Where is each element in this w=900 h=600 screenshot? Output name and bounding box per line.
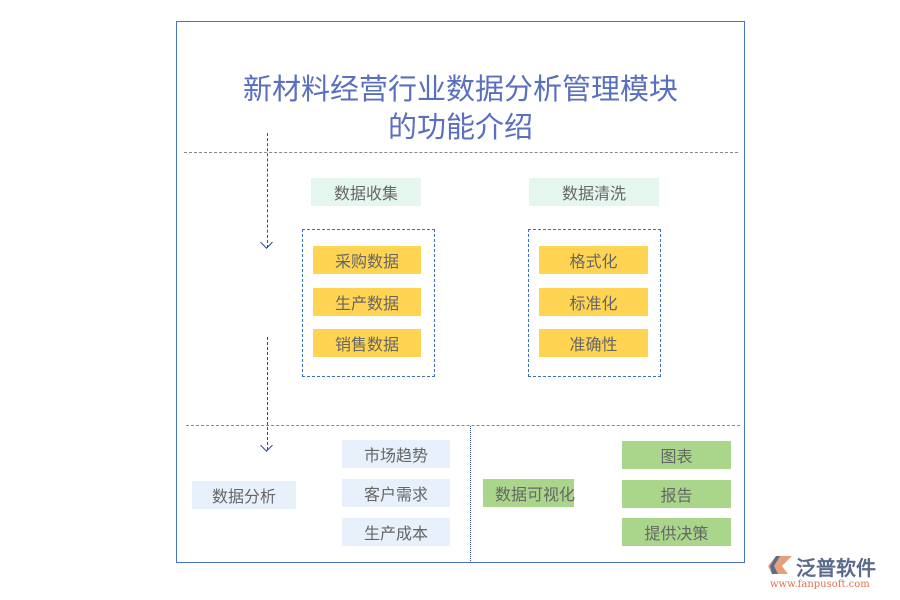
collect-item: 采购数据 (313, 246, 421, 274)
collect-group (302, 229, 435, 377)
flow-line-2 (267, 337, 268, 450)
visual-label: 数据可视化 (483, 479, 575, 507)
diagram-title: 新材料经营行业数据分析管理模块的功能介绍 (176, 70, 745, 146)
collect-label: 数据收集 (311, 178, 421, 206)
clean-label: 数据清洗 (529, 178, 659, 206)
clean-item: 格式化 (539, 246, 648, 274)
collect-item: 生产数据 (313, 288, 421, 316)
flow-line-1 (267, 133, 268, 248)
divider-middle (186, 425, 740, 426)
visual-item: 图表 (622, 441, 731, 469)
logo-icon (768, 556, 792, 574)
divider-vertical (470, 426, 471, 563)
analysis-item: 市场趋势 (342, 440, 450, 468)
clean-item: 标准化 (539, 288, 648, 316)
title-line-1: 新材料经营行业数据分析管理模块 (242, 72, 678, 106)
divider-top (184, 152, 738, 153)
analysis-item: 客户需求 (342, 479, 450, 507)
logo-name: 泛普软件 (796, 556, 876, 580)
visual-item: 报告 (622, 480, 731, 508)
collect-item: 销售数据 (313, 329, 421, 357)
analysis-label: 数据分析 (192, 481, 296, 509)
clean-item: 准确性 (539, 329, 648, 357)
analysis-item: 生产成本 (342, 518, 450, 546)
title-line-2: 的功能介绍 (387, 110, 533, 144)
logo-url: www.fanpusoft.com (770, 579, 870, 590)
clean-group (528, 229, 661, 377)
visual-item: 提供决策 (622, 518, 731, 546)
fanpusoft-logo: 泛普软件 www.fanpusoft.com (768, 552, 898, 596)
diagram-frame (176, 21, 745, 563)
